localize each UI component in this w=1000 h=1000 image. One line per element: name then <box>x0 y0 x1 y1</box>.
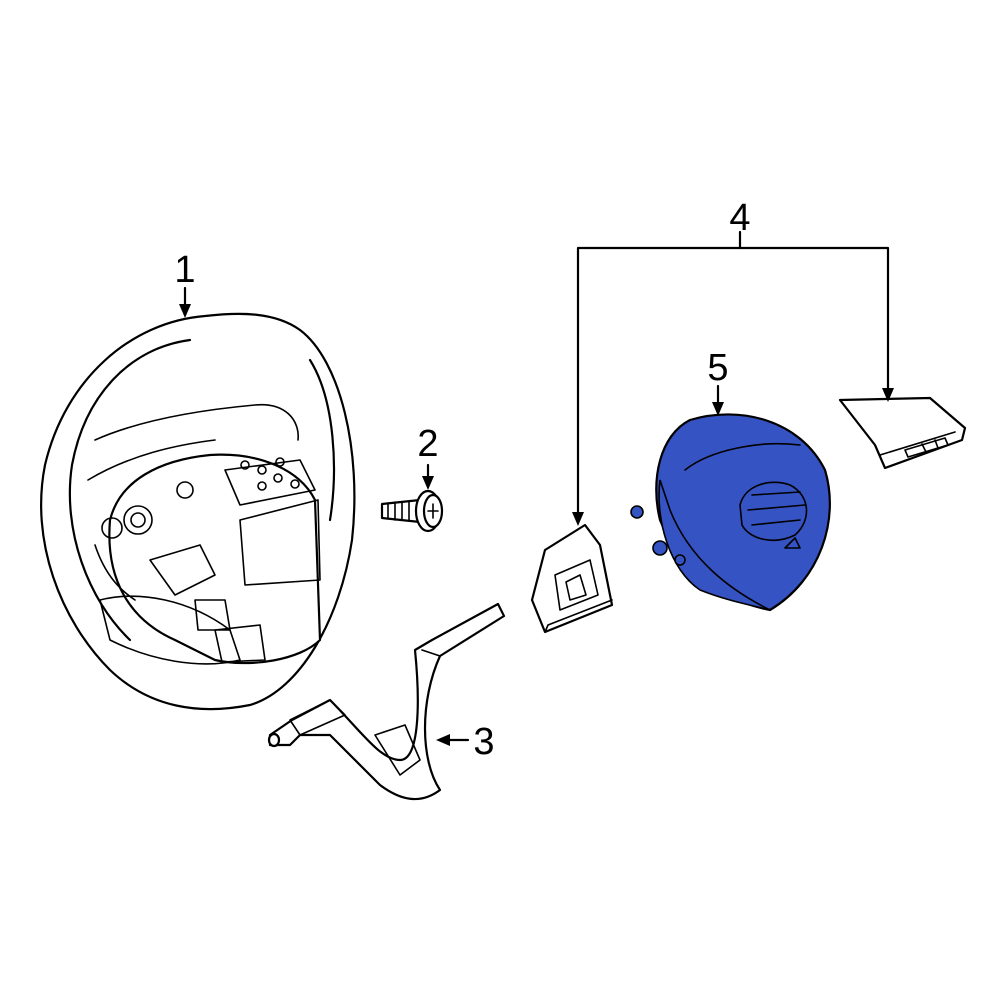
callout-5: 5 <box>707 347 728 389</box>
callout-4: 4 <box>729 197 750 239</box>
lower-cover-part[interactable] <box>267 602 506 801</box>
airbag-part[interactable] <box>630 413 831 612</box>
bolt-part[interactable] <box>380 489 444 533</box>
callout-2: 2 <box>417 423 438 465</box>
steering-wheel-part[interactable] <box>40 312 356 711</box>
switch-left-part[interactable] <box>530 523 614 634</box>
callout-3: 3 <box>473 721 494 763</box>
callout-1: 1 <box>174 249 195 291</box>
switch-right-part[interactable] <box>838 396 967 470</box>
leader-lines <box>179 230 894 746</box>
